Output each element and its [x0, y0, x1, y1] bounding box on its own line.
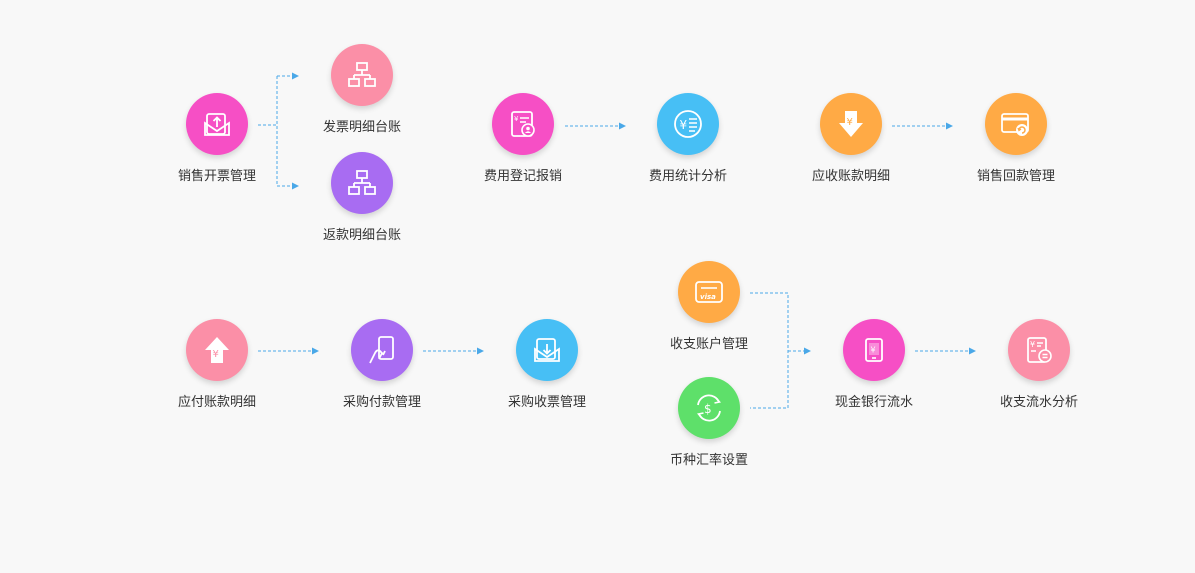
node-circle: $ [678, 377, 740, 439]
node-label: 采购付款管理 [342, 395, 421, 410]
node-circle [516, 319, 578, 381]
node-label: 费用登记报销 [483, 169, 562, 184]
yen-up-arrow-icon: ¥ [205, 337, 229, 363]
node-flow-analysis[interactable]: ¥ 收支流水分析 [979, 319, 1099, 410]
node-sales-collection[interactable]: 销售回款管理 [956, 93, 1076, 184]
node-label: 费用统计分析 [648, 169, 727, 184]
node-circle [331, 152, 393, 214]
node-circle: ¥ [186, 319, 248, 381]
arrowhead [969, 347, 976, 355]
node-label: 采购收票管理 [507, 395, 586, 410]
arrowhead [804, 347, 811, 355]
svg-text:$: $ [704, 402, 712, 416]
svg-text:visa: visa [700, 293, 716, 301]
node-purchase-payment[interactable]: 采购付款管理 [322, 319, 442, 410]
node-circle: ¥ [843, 319, 905, 381]
svg-text:¥: ¥ [680, 118, 688, 132]
node-label: 收支流水分析 [999, 395, 1078, 410]
yen-calculator-icon: ¥ [1027, 337, 1052, 363]
visa-card-icon: visa [695, 281, 723, 303]
connector-merge [750, 292, 805, 409]
node-receivable-detail[interactable]: ¥ 应收账款明细 [791, 93, 911, 184]
node-currency-rate[interactable]: $ 币种汇率设置 [649, 377, 769, 468]
node-circle: ¥ [492, 93, 554, 155]
svg-text:¥: ¥ [213, 349, 219, 360]
node-label: 应收账款明细 [811, 169, 890, 184]
node-invoice-ledger[interactable]: 发票明细台账 [302, 44, 422, 135]
node-circle: ¥ [1008, 319, 1070, 381]
node-cash-bank-flow[interactable]: ¥ 现金银行流水 [814, 319, 934, 410]
arrowhead [946, 122, 953, 130]
node-label: 应付账款明细 [177, 395, 256, 410]
node-label: 现金银行流水 [834, 395, 913, 410]
node-label: 销售回款管理 [976, 169, 1055, 184]
yen-down-arrow-icon: ¥ [839, 111, 863, 137]
node-circle [351, 319, 413, 381]
node-account-management[interactable]: visa 收支账户管理 [649, 261, 769, 352]
node-label: 销售开票管理 [177, 169, 256, 184]
node-sales-invoice[interactable]: 销售开票管理 [157, 93, 277, 184]
arrowhead [292, 182, 299, 190]
arrowhead [312, 347, 319, 355]
node-circle [331, 44, 393, 106]
svg-text:¥: ¥ [514, 115, 519, 123]
arrowhead [477, 347, 484, 355]
hierarchy-icon [348, 62, 376, 87]
card-refresh-icon [1001, 113, 1029, 136]
connector-sales-invoice-branch [258, 75, 293, 187]
payment-hand-icon [369, 336, 394, 364]
node-circle: ¥ [657, 93, 719, 155]
node-expense-register[interactable]: ¥ 费用登记报销 [463, 93, 583, 184]
expense-form-icon: ¥ [511, 111, 535, 137]
node-label: 发票明细台账 [322, 120, 401, 135]
invoice-send-icon [204, 113, 230, 136]
node-label: 收支账户管理 [669, 337, 748, 352]
node-payable-detail[interactable]: ¥ 应付账款明细 [157, 319, 277, 410]
node-circle [985, 93, 1047, 155]
arrowhead [619, 122, 626, 130]
arrowhead [292, 72, 299, 80]
svg-text:¥: ¥ [847, 117, 853, 128]
node-expense-analysis[interactable]: ¥ 费用统计分析 [628, 93, 748, 184]
node-label: 币种汇率设置 [669, 453, 748, 468]
invoice-receive-icon [534, 338, 560, 362]
yen-tablet-icon: ¥ [865, 338, 883, 362]
yen-list-icon: ¥ [674, 110, 702, 138]
dollar-cycle-icon: $ [696, 394, 722, 422]
svg-text:¥: ¥ [871, 346, 876, 355]
hierarchy-icon [348, 170, 376, 195]
node-circle: ¥ [820, 93, 882, 155]
node-label: 返款明细台账 [322, 228, 401, 243]
node-purchase-invoice[interactable]: 采购收票管理 [487, 319, 607, 410]
node-circle: visa [678, 261, 740, 323]
node-circle [186, 93, 248, 155]
svg-text:¥: ¥ [1030, 340, 1035, 349]
node-refund-ledger[interactable]: 返款明细台账 [302, 152, 422, 243]
